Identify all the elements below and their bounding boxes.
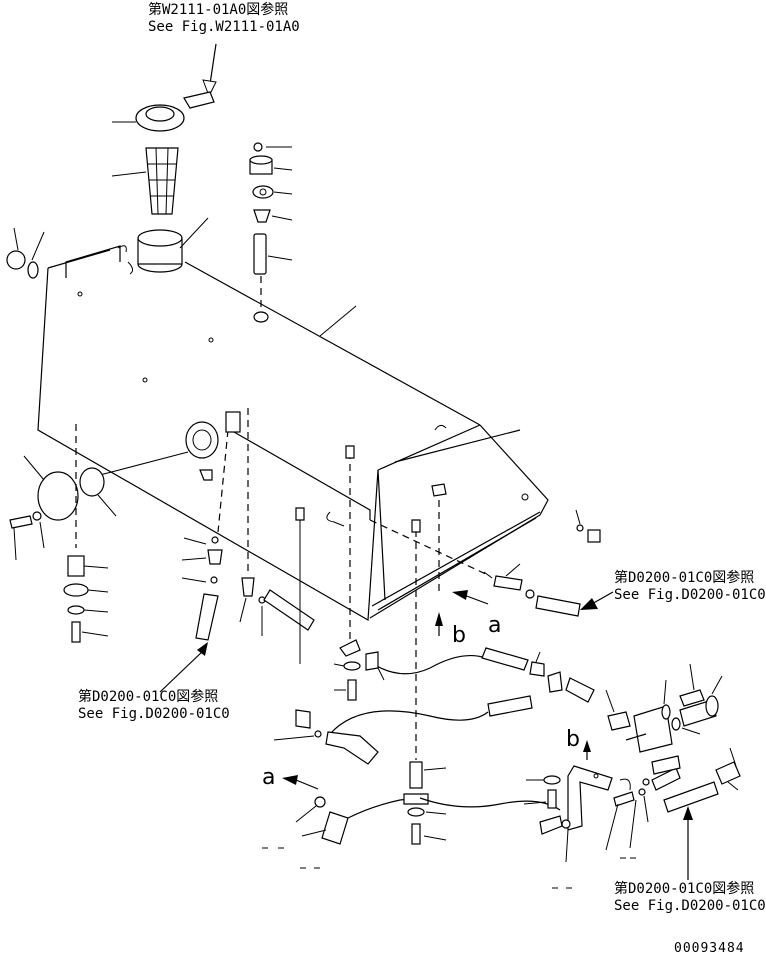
side-plug (6, 227, 45, 279)
upper-center-fittings (326, 445, 361, 701)
tank-leader (319, 305, 357, 337)
center-fittings (239, 408, 315, 664)
label-b-center: b (452, 623, 466, 648)
label-a-left: a (262, 765, 275, 790)
arrow-to-right-ref (580, 591, 614, 610)
filler-cap (112, 104, 185, 132)
right-fittings (605, 663, 723, 753)
left-hose-fitting (181, 411, 241, 641)
arrow-to-bottom-ref (683, 806, 693, 880)
strainer-element (111, 147, 179, 215)
sight-gauge (79, 421, 219, 517)
right-hose-upper (535, 509, 601, 617)
label-b-bracket: b (566, 727, 580, 752)
ref-top-jp: 第W2111-01A0図参照 (148, 1, 288, 18)
center-clamp (403, 519, 561, 845)
filler-neck (137, 217, 209, 273)
breather-fitting (183, 91, 215, 109)
callout-ticks (262, 847, 636, 889)
ref-bottom-en: See Fig.D0200-01C0 (614, 898, 766, 914)
bracket-assembly (523, 765, 681, 863)
arrow-b-center (435, 612, 443, 636)
label-a-right: a (488, 613, 501, 638)
ref-bottom-jp: 第D0200-01C0図参照 (614, 880, 754, 897)
ref-left-jp: 第D0200-01C0図参照 (78, 688, 218, 705)
ref-top-en: See Fig.W2111-01A0 (148, 19, 300, 35)
hydraulic-tank (37, 249, 549, 622)
drawing-number: 00093484 (674, 941, 745, 956)
ref-right-en: See Fig.D0200-01C0 (614, 587, 766, 603)
ref-right-jp: 第D0200-01C0図参照 (614, 569, 754, 586)
arrow-a-left (282, 775, 319, 790)
return-line (233, 431, 535, 599)
filler-pipe-clamp (65, 245, 134, 278)
top-stack (249, 142, 293, 323)
arrow-to-top-ref (202, 43, 217, 98)
arrow-to-left-ref (159, 642, 208, 693)
arrow-a-right (452, 590, 489, 605)
lower-left-pipe (295, 796, 421, 845)
arrow-b-bracket (583, 740, 591, 760)
main-hose-upper (365, 647, 595, 703)
cover-plate (9, 455, 79, 561)
main-hose-lower (273, 695, 533, 765)
lower-right-hose (642, 747, 741, 813)
ref-left-en: See Fig.D0200-01C0 (78, 706, 230, 722)
drain-plug-stack (63, 424, 109, 643)
small-elbow (199, 469, 213, 481)
